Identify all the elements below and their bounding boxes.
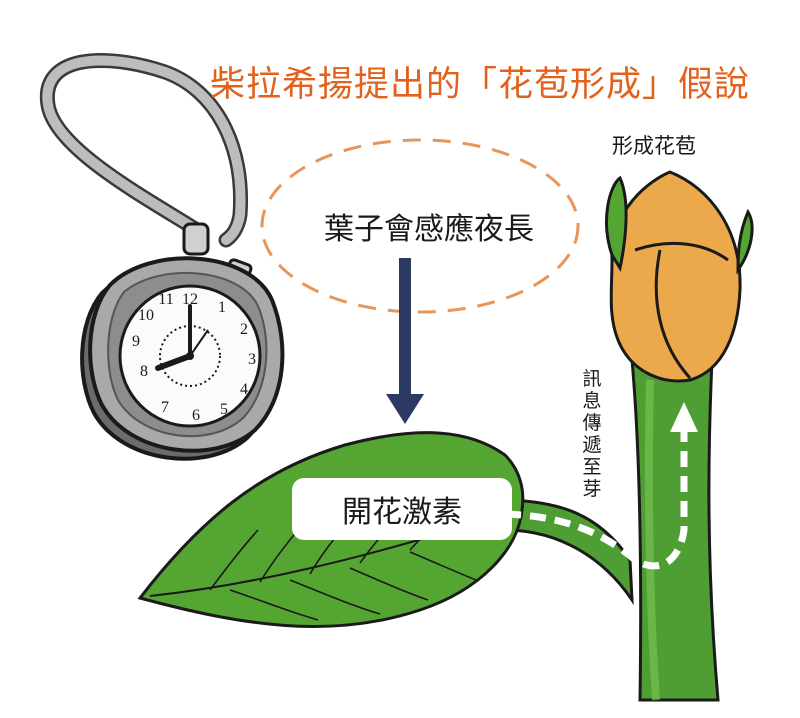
svg-text:7: 7	[161, 399, 169, 416]
leaf-sense-text: 葉子會感應夜長	[324, 212, 534, 247]
bud-label: 形成花苞	[612, 134, 696, 158]
down-arrow-icon	[386, 258, 424, 424]
svg-text:12: 12	[182, 291, 198, 308]
up-arrow-icon	[670, 402, 698, 432]
signal-note: 訊息傳遞至芽	[582, 368, 602, 500]
svg-text:11: 11	[158, 291, 173, 308]
svg-text:6: 6	[192, 407, 200, 424]
diagram-title: 柴拉希揚提出的「花苞形成」假說	[210, 65, 751, 105]
flower-bud-icon	[605, 170, 754, 383]
svg-text:10: 10	[138, 307, 154, 324]
svg-text:5: 5	[220, 401, 228, 418]
stopwatch-icon: 12 1 2 3 4 5 6 7 8 9 10 11	[39, 52, 285, 461]
svg-text:3: 3	[248, 351, 256, 368]
stem	[496, 358, 720, 702]
svg-text:4: 4	[240, 381, 248, 398]
hormone-path	[504, 430, 688, 570]
svg-text:8: 8	[140, 363, 148, 380]
hormone-label: 開花激素	[292, 478, 512, 540]
svg-text:2: 2	[240, 321, 248, 338]
svg-text:9: 9	[132, 333, 140, 350]
svg-text:1: 1	[218, 299, 226, 316]
leaf-sense-bubble	[260, 138, 580, 314]
